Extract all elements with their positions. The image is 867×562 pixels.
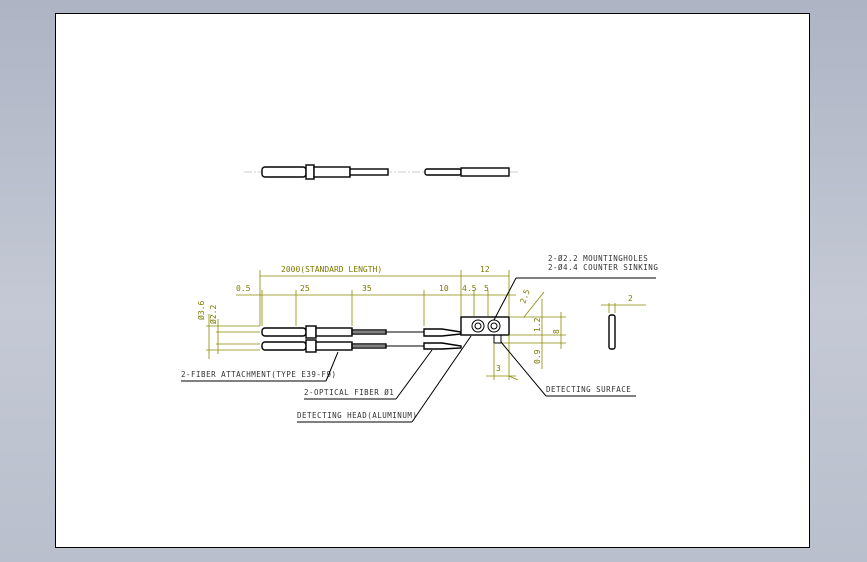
- drawing-sheet: 2: [55, 13, 810, 548]
- dim-line-2-5: [523, 291, 545, 318]
- body-upper: [315, 327, 353, 337]
- leader-line: [500, 341, 547, 397]
- notes: 2-Ø2.2 MOUNTINGHOLES 2-Ø4.4 COUNTER SINK…: [181, 254, 658, 423]
- dim-dia-2-2: Ø2.2: [208, 305, 218, 324]
- note-fiber-attachment: 2-FIBER ATTACHMENT(TYPE E39-F9): [181, 370, 336, 379]
- collar-lower: [305, 339, 317, 353]
- dim-12: 12: [480, 265, 490, 274]
- dim-dia-3-6: Ø3.6: [196, 301, 206, 320]
- fiber-sleeve-lower: [423, 342, 462, 350]
- attachment-collar-top: [305, 164, 315, 180]
- fiber-attachment-top: [261, 166, 307, 178]
- dim-0-5: 0.5: [236, 284, 251, 293]
- leader-line: [395, 349, 433, 400]
- side-profile: [608, 314, 616, 350]
- note-optical-fiber: 2-OPTICAL FIBER Ø1: [304, 388, 394, 397]
- dimension-texts: 2000(STANDARD LENGTH) 12 0.5 25 35 10 4.…: [196, 265, 561, 373]
- hole-2-inner: [490, 322, 498, 330]
- top-view: [244, 164, 518, 180]
- fiber-end-top: [349, 168, 389, 176]
- fiber-sleeve-upper: [423, 328, 462, 337]
- note-detecting-head: DETECTING HEAD(ALUMINUM): [297, 411, 417, 420]
- detecting-head: [460, 316, 510, 336]
- dim-0-9: 0.9: [533, 349, 542, 364]
- dim-5: 5: [484, 284, 489, 293]
- dim-8: 8: [552, 329, 561, 334]
- hole-1-inner: [474, 322, 482, 330]
- dim-3: 3: [496, 364, 501, 373]
- fiber-attachment-lower: [261, 341, 307, 351]
- dim-2-5: 2.5: [518, 288, 531, 305]
- dim-line: [508, 375, 519, 381]
- dim-standard-length: 2000(STANDARD LENGTH): [281, 265, 382, 274]
- dim-10: 10: [439, 284, 449, 293]
- dim-1-2: 1.2: [533, 317, 542, 332]
- fiber-attachment-upper: [261, 327, 307, 337]
- body-lower: [315, 341, 353, 351]
- dim-25: 25: [300, 284, 310, 293]
- head-nub: [493, 334, 502, 344]
- side-view: 2: [601, 294, 646, 350]
- dim-4-5: 4.5: [462, 284, 477, 293]
- head-top: [460, 167, 510, 177]
- dimension-lines: [206, 270, 566, 381]
- note-detecting-surface: DETECTING SURFACE: [546, 385, 631, 394]
- fiber-right-top: [424, 168, 462, 176]
- dim-2: 2: [628, 294, 633, 303]
- front-view: [261, 316, 510, 353]
- mounting-hole-1: [471, 319, 485, 333]
- collar-upper: [305, 325, 317, 339]
- note-counter-sinking: 2-Ø4.4 COUNTER SINKING: [548, 263, 658, 272]
- technical-drawing: 2: [181, 164, 658, 423]
- leader-line: [411, 335, 472, 423]
- leader-line: [325, 351, 339, 382]
- attachment-body-top: [313, 166, 351, 178]
- note-mounting-holes: 2-Ø2.2 MOUNTINGHOLES: [548, 254, 648, 263]
- dim-35: 35: [362, 284, 372, 293]
- leader-line: [493, 277, 517, 321]
